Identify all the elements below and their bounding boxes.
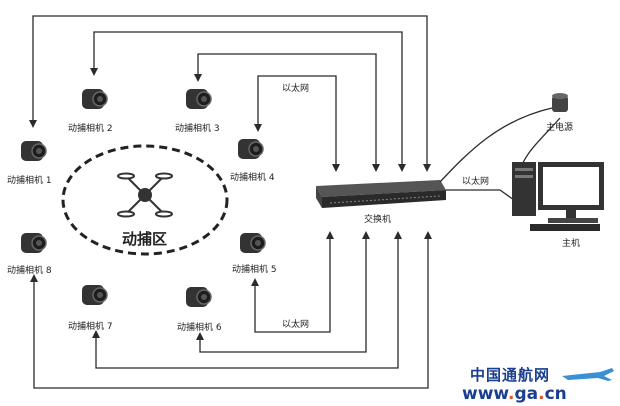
power-supply-icon — [552, 93, 568, 112]
motion-capture-camera-1-icon — [21, 141, 47, 161]
host-computer-icon — [512, 162, 604, 231]
motion-capture-camera-2-icon — [82, 89, 108, 109]
switch-label: 交换机 — [364, 215, 392, 225]
power-label: 主电源 — [546, 123, 574, 133]
drone-icon — [117, 172, 173, 218]
watermark-url-www: www — [462, 384, 509, 404]
ethernet-bottom-label: 以太网 — [282, 320, 310, 330]
capture-zone-ellipse — [61, 144, 229, 256]
camera-6-label: 动捕相机 6 — [177, 323, 222, 333]
network-switch-icon — [316, 180, 446, 208]
motion-capture-camera-5-icon — [240, 233, 266, 253]
camera-1-label: 动捕相机 1 — [7, 176, 52, 186]
motion-capture-camera-7-icon — [82, 285, 108, 305]
watermark-url: www.ga.cn — [462, 384, 567, 404]
link-camera-6 — [196, 231, 370, 353]
camera-7-label: 动捕相机 7 — [68, 322, 113, 332]
watermark-url-ga: ga — [514, 384, 539, 404]
power-cable — [439, 107, 553, 183]
camera-4-label: 动捕相机 4 — [230, 173, 275, 183]
link-camera-8 — [30, 231, 432, 389]
link-camera-3 — [194, 53, 380, 172]
host-label: 主机 — [562, 239, 581, 249]
watermark-url-dot1: . — [508, 384, 515, 404]
camera-8-label: 动捕相机 8 — [7, 266, 52, 276]
motion-capture-camera-6-icon — [186, 287, 212, 307]
ethernet-right-label: 以太网 — [462, 177, 490, 187]
host-power-cable — [521, 117, 561, 166]
camera-2-label: 动捕相机 2 — [68, 124, 113, 134]
camera-5-label: 动捕相机 5 — [232, 265, 277, 275]
link-camera-7 — [92, 231, 402, 369]
link-camera-1 — [29, 15, 431, 172]
host-ethernet-cable — [446, 189, 515, 201]
watermark-url-dot2: . — [538, 384, 545, 404]
link-camera-2 — [90, 31, 406, 172]
link-camera-4 — [254, 75, 340, 172]
airplane-logo-icon — [562, 368, 614, 381]
motion-capture-camera-3-icon — [186, 89, 212, 109]
motion-capture-camera-8-icon — [21, 233, 47, 253]
ethernet-top-label: 以太网 — [282, 84, 310, 94]
camera-3-label: 动捕相机 3 — [175, 124, 220, 134]
motion-capture-camera-4-icon — [238, 139, 264, 159]
watermark-cn: 中国通航网 — [470, 366, 551, 384]
capture-zone-label: 动捕区 — [122, 230, 168, 248]
watermark-url-cn: cn — [544, 384, 567, 404]
